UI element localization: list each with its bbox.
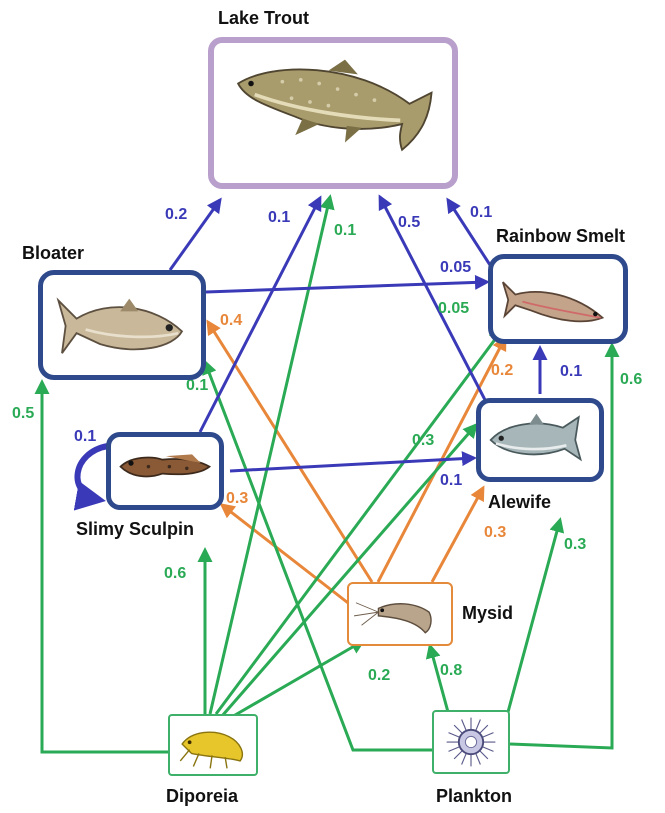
plankton-organism-icon: [434, 712, 508, 772]
rainbow-smelt-label: Rainbow Smelt: [496, 226, 625, 247]
edge-diporeia-to-mysid: [230, 641, 363, 718]
slimy-sculpin-node: [106, 432, 224, 510]
alewife-fish-icon: [481, 403, 599, 477]
bloater-node: [38, 270, 206, 380]
edge-label-diporeia-to-mysid: 0.2: [368, 667, 390, 684]
diporeia-amphipod-icon: [170, 716, 256, 774]
lake-trout-fish-icon: [214, 43, 452, 183]
edge-label-alewife-to-rainbow-smelt: 0.1: [560, 363, 582, 380]
edge-label-slimy-sculpin-to-alewife: 0.1: [440, 472, 462, 489]
slimy-sculpin-label: Slimy Sculpin: [76, 519, 194, 540]
alewife-label: Alewife: [488, 492, 551, 513]
bloater-label: Bloater: [22, 243, 84, 264]
edge-label-diporeia-to-rainbow-smelt: 0.05: [438, 300, 469, 317]
diporeia-label: Diporeia: [166, 786, 238, 807]
edge-label-plankton-to-mysid: 0.8: [440, 662, 462, 679]
edge-label-plankton-to-rainbow-smelt: 0.6: [620, 371, 642, 388]
edge-label-mysid-to-alewife: 0.3: [484, 524, 506, 541]
diporeia-node: [168, 714, 258, 776]
edge-label-slimy-sculpin-self-loop: 0.1: [74, 428, 96, 445]
edge-label-diporeia-to-slimy-sculpin: 0.6: [164, 565, 186, 582]
rainbow-smelt-node: [488, 254, 628, 344]
edge-plankton-to-alewife: [508, 520, 560, 712]
edge-label-plankton-to-alewife: 0.3: [564, 536, 586, 553]
edge-diporeia-to-lake-trout: [210, 197, 330, 714]
mysid-shrimp-icon: [349, 584, 451, 644]
mysid-node: [347, 582, 453, 646]
edge-label-mysid-to-bloater: 0.4: [220, 312, 242, 329]
edge-label-mysid-to-rainbow-smelt: 0.2: [491, 362, 513, 379]
edge-label-diporeia-to-bloater: 0.5: [12, 405, 34, 422]
plankton-node: [432, 710, 510, 774]
smelt-fish-icon: [493, 259, 623, 339]
edge-slimy-sculpin-self-loop: [77, 446, 108, 500]
edge-mysid-to-bloater: [208, 322, 372, 582]
lake-trout-node: [208, 37, 458, 189]
edge-plankton-to-bloater: [205, 362, 432, 750]
edge-label-bloater-to-rainbow-smelt: 0.05: [440, 259, 471, 276]
plankton-label: Plankton: [436, 786, 512, 807]
edge-label-rainbow-smelt-to-lake-trout: 0.1: [470, 204, 492, 221]
edge-bloater-to-rainbow-smelt: [206, 282, 487, 292]
alewife-node: [476, 398, 604, 482]
edge-plankton-to-mysid: [430, 646, 448, 712]
sculpin-fish-icon: [111, 437, 219, 505]
edge-label-mysid-to-slimy-sculpin: 0.3: [226, 490, 248, 507]
mysid-label: Mysid: [462, 603, 513, 624]
edge-label-slimy-sculpin-to-lake-trout: 0.1: [268, 209, 290, 226]
edge-mysid-to-alewife: [432, 488, 483, 582]
edge-diporeia-to-rainbow-smelt: [216, 330, 502, 714]
edge-label-diporeia-to-lake-trout: 0.1: [334, 222, 356, 239]
edge-label-bloater-to-lake-trout: 0.2: [165, 206, 187, 223]
edge-label-diporeia-to-alewife: 0.3: [412, 432, 434, 449]
bloater-fish-icon: [43, 275, 201, 375]
edge-label-alewife-to-lake-trout: 0.5: [398, 214, 420, 231]
lake-trout-label: Lake Trout: [218, 8, 309, 29]
